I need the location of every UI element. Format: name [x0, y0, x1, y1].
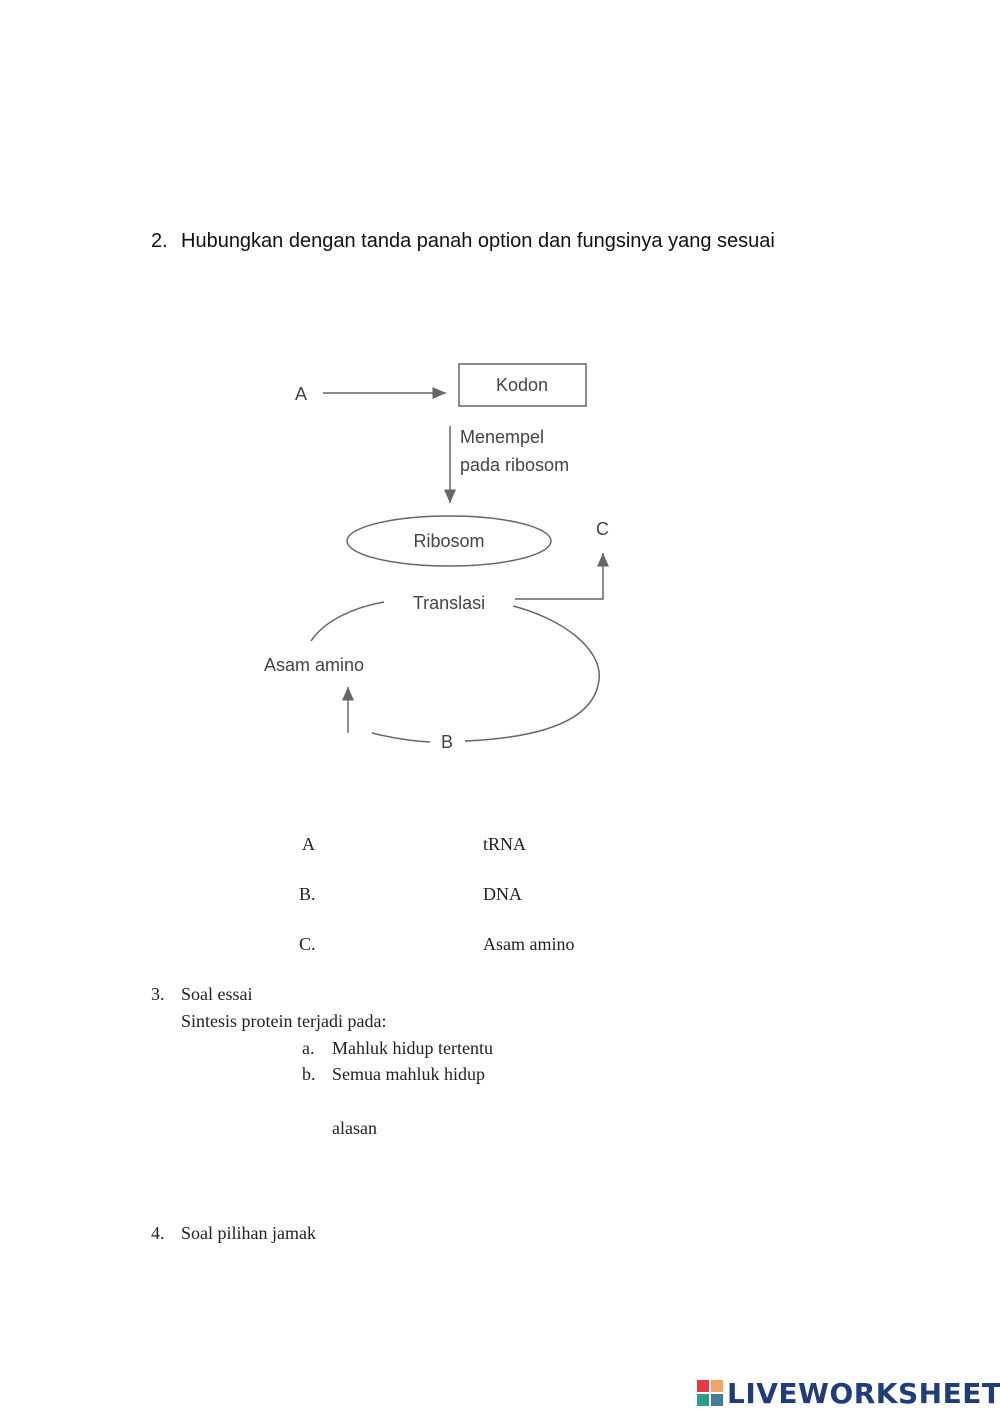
match-option-a: tRNA — [483, 834, 527, 854]
ribosom-ellipse — [346, 515, 552, 567]
match-letter-b: B. — [299, 884, 316, 904]
ribosom-label: Ribosom — [413, 531, 484, 551]
match-option-c: Asam amino — [483, 934, 575, 954]
logo-mark-icon — [697, 1380, 723, 1406]
arrow-label-line2: pada ribosom — [460, 455, 569, 475]
question-4-number: 4. — [151, 1223, 165, 1243]
arrow-label-line1: Menempel — [460, 427, 544, 447]
cycle-arc-right — [464, 605, 600, 742]
protein-synthesis-diagram: A Kodon Menempel pada ribosom Ribosom C … — [264, 363, 609, 752]
question-3-number: 3. — [151, 984, 165, 1004]
choice-b-marker: b. — [302, 1064, 316, 1084]
cycle-arc-bottom — [371, 732, 431, 743]
kodon-label: Kodon — [496, 375, 548, 395]
kodon-box — [458, 363, 587, 407]
match-letter-a: A — [302, 834, 315, 854]
cycle-arc-left — [310, 601, 385, 642]
choice-b-text: Semua mahluk hidup — [332, 1064, 485, 1084]
reason-label: alasan — [332, 1118, 377, 1138]
question-2-text: Hubungkan dengan tanda panah option dan … — [181, 230, 775, 252]
question-3-title: Soal essai — [181, 984, 253, 1004]
diagram-label-a: A — [295, 384, 307, 404]
asam-amino-label: Asam amino — [264, 655, 364, 675]
question-3-prompt: Sintesis protein terjadi pada: — [181, 1011, 387, 1031]
diagram-label-b: B — [441, 732, 453, 752]
question-4-title: Soal pilihan jamak — [181, 1223, 316, 1243]
choice-a-text: Mahluk hidup tertentu — [332, 1038, 493, 1058]
translasi-label: Translasi — [413, 593, 485, 613]
liveworksheets-logo: LIVEWORKSHEETS — [697, 1376, 1000, 1410]
question-2-number: 2. — [151, 230, 168, 252]
match-letter-c: C. — [299, 934, 316, 954]
diagram-label-c: C — [596, 519, 609, 539]
logo-text: LIVEWORKSHEETS — [727, 1376, 1000, 1410]
arrow-to-c — [515, 553, 609, 600]
match-option-b: DNA — [483, 884, 522, 904]
choice-a-marker: a. — [302, 1038, 315, 1058]
